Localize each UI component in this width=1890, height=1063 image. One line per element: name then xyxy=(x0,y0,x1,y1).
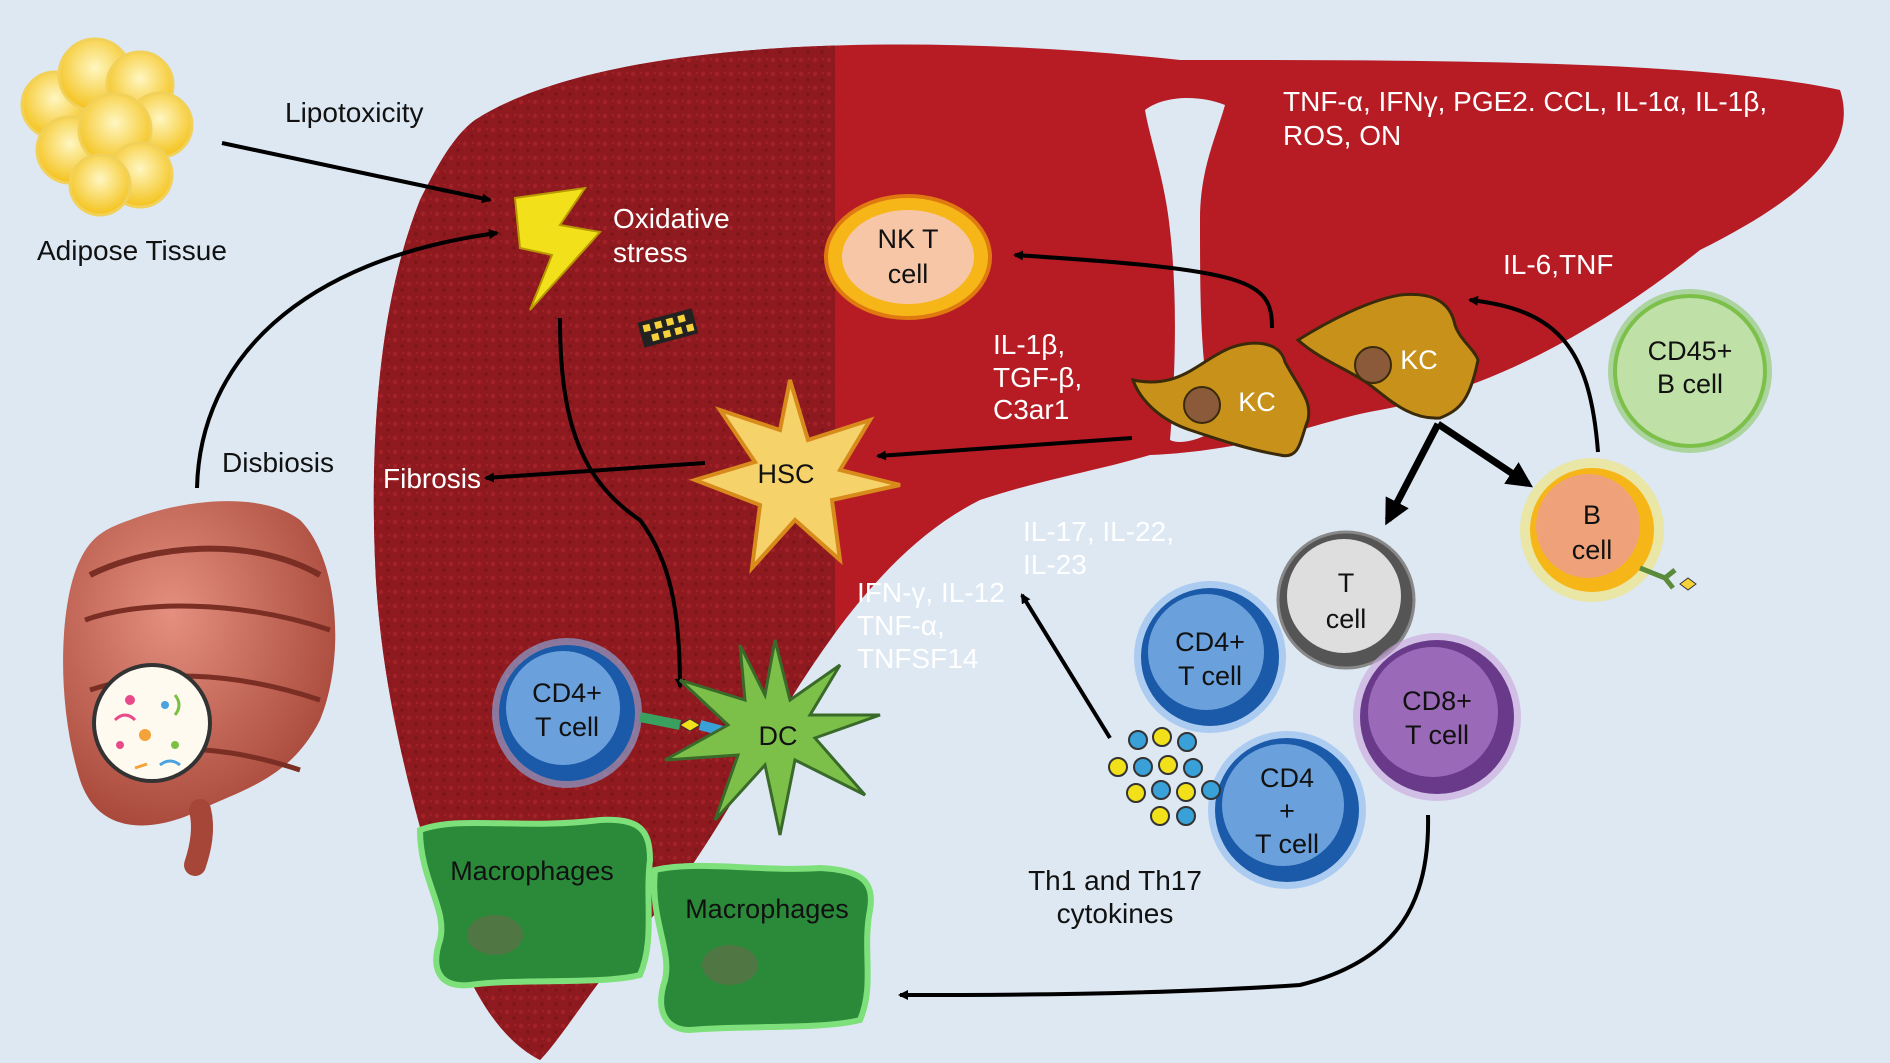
t-cell-label-1: T xyxy=(1338,568,1355,598)
arrow-disbiosis xyxy=(195,229,499,489)
cytokine-beads-icon xyxy=(1108,727,1221,826)
arrow-bcell-to-kc xyxy=(1468,295,1600,453)
disbiosis-label: Disbiosis xyxy=(222,447,334,478)
arrow-cd8-to-macrophages xyxy=(898,814,1431,1000)
top-cytokines-line-1: TNF-α, IFNγ, PGE2. CCL, IL-1α, IL-1β, xyxy=(1283,86,1767,117)
cd45-label-2: B cell xyxy=(1657,369,1723,399)
oxidative-stress-label-1: Oxidative xyxy=(613,203,730,234)
b-cell-label-2: cell xyxy=(1572,535,1613,565)
cd4c-label-1: CD4 xyxy=(1260,763,1314,793)
cd45-label-1: CD45+ xyxy=(1648,336,1733,366)
arrow-lipotoxicity xyxy=(221,141,492,204)
cd4-t-cell-left: CD4+ T cell xyxy=(492,638,642,788)
oxidative-stress-label-2: stress xyxy=(613,237,688,268)
cd45-b-cell: CD45+ B cell xyxy=(1608,289,1772,453)
arrows xyxy=(195,141,1600,1000)
cd4a-label-2: T cell xyxy=(535,712,599,742)
arrow-kc-to-hsc xyxy=(876,436,1133,461)
cd4-t-cell-lower: CD4 + T cell xyxy=(1208,731,1366,889)
t-cell-label-2: cell xyxy=(1326,604,1367,634)
mac-a-label: Macrophages xyxy=(450,856,614,886)
dc-label: DC xyxy=(759,721,798,751)
kc-hsc-cytokines-1: IL-1β, xyxy=(993,329,1065,360)
nkt-cell: NK T cell xyxy=(824,194,992,320)
cd4c-label-2: + xyxy=(1279,796,1295,826)
adipose-label: Adipose Tissue xyxy=(37,235,227,266)
il6-tnf-label: IL-6,TNF xyxy=(1503,249,1613,280)
t-cell: T cell xyxy=(1276,530,1416,670)
kc-hsc-cytokines-2: TGF-β, xyxy=(993,362,1082,393)
arrow-hsc-to-fibrosis xyxy=(484,461,706,483)
cd8-t-cell: CD8+ T cell xyxy=(1353,633,1521,801)
arrow-oxidative-to-dc xyxy=(558,317,685,689)
b-cell-label-1: B xyxy=(1583,500,1601,530)
arrow-kc-to-bcell xyxy=(1436,421,1533,488)
adipose-tissue-icon xyxy=(20,37,194,217)
kc-b-label: KC xyxy=(1400,345,1438,375)
hsc-label: HSC xyxy=(757,459,814,489)
arrow-kc-to-tcell xyxy=(1384,422,1442,526)
nkt-label-2: cell xyxy=(888,259,929,289)
arrow-cytokines-to-dc xyxy=(1020,593,1112,740)
antibody-icon xyxy=(1639,565,1697,591)
kc-hsc-cytokines-3: C3ar1 xyxy=(993,394,1069,425)
cd4a-label-1: CD4+ xyxy=(532,678,602,708)
ros-particles-icon xyxy=(637,308,699,348)
cd8-label-1: CD8+ xyxy=(1402,686,1472,716)
hsc-cell: HSC xyxy=(688,379,901,575)
kupffer-cell-b: KC xyxy=(1295,292,1480,420)
kupffer-cell-a: KC xyxy=(1130,341,1311,458)
macrophage-a: Macrophages xyxy=(416,816,654,989)
th17-cytokines-2: IL-23 xyxy=(1023,549,1087,580)
kc-a-label: KC xyxy=(1238,387,1276,417)
mac-b-label: Macrophages xyxy=(685,894,849,924)
th17-cytokines-1: IL-17, IL-22, xyxy=(1023,516,1174,547)
cd4c-label-3: T cell xyxy=(1255,829,1319,859)
cd8-label-2: T cell xyxy=(1405,720,1469,750)
nkt-label-1: NK T xyxy=(877,224,938,254)
dc-cytokines-3: TNFSF14 xyxy=(857,643,978,674)
cd4-t-cell-center: CD4+ T cell xyxy=(1134,581,1286,733)
th-cytokines-label-1: Th1 and Th17 xyxy=(1028,865,1202,896)
fibrosis-label: Fibrosis xyxy=(383,463,481,494)
lightning-icon xyxy=(513,186,602,311)
lipotoxicity-label: Lipotoxicity xyxy=(285,97,424,128)
b-cell: B cell xyxy=(1520,458,1697,602)
macrophage-b: Macrophages xyxy=(651,862,874,1034)
top-cytokines-line-2: ROS, ON xyxy=(1283,120,1401,151)
dc-cytokines-2: TNF-α, xyxy=(857,610,945,641)
dc-cytokines-1: IFN-γ, IL-12 xyxy=(857,577,1005,608)
cd4b-label-1: CD4+ xyxy=(1175,627,1245,657)
dendritic-cell: DC xyxy=(664,639,881,836)
intestine-icon xyxy=(63,501,336,876)
th-cytokines-label-2: cytokines xyxy=(1057,898,1174,929)
arrow-kc-to-nkt xyxy=(1013,250,1274,329)
cd4b-label-2: T cell xyxy=(1178,661,1242,691)
